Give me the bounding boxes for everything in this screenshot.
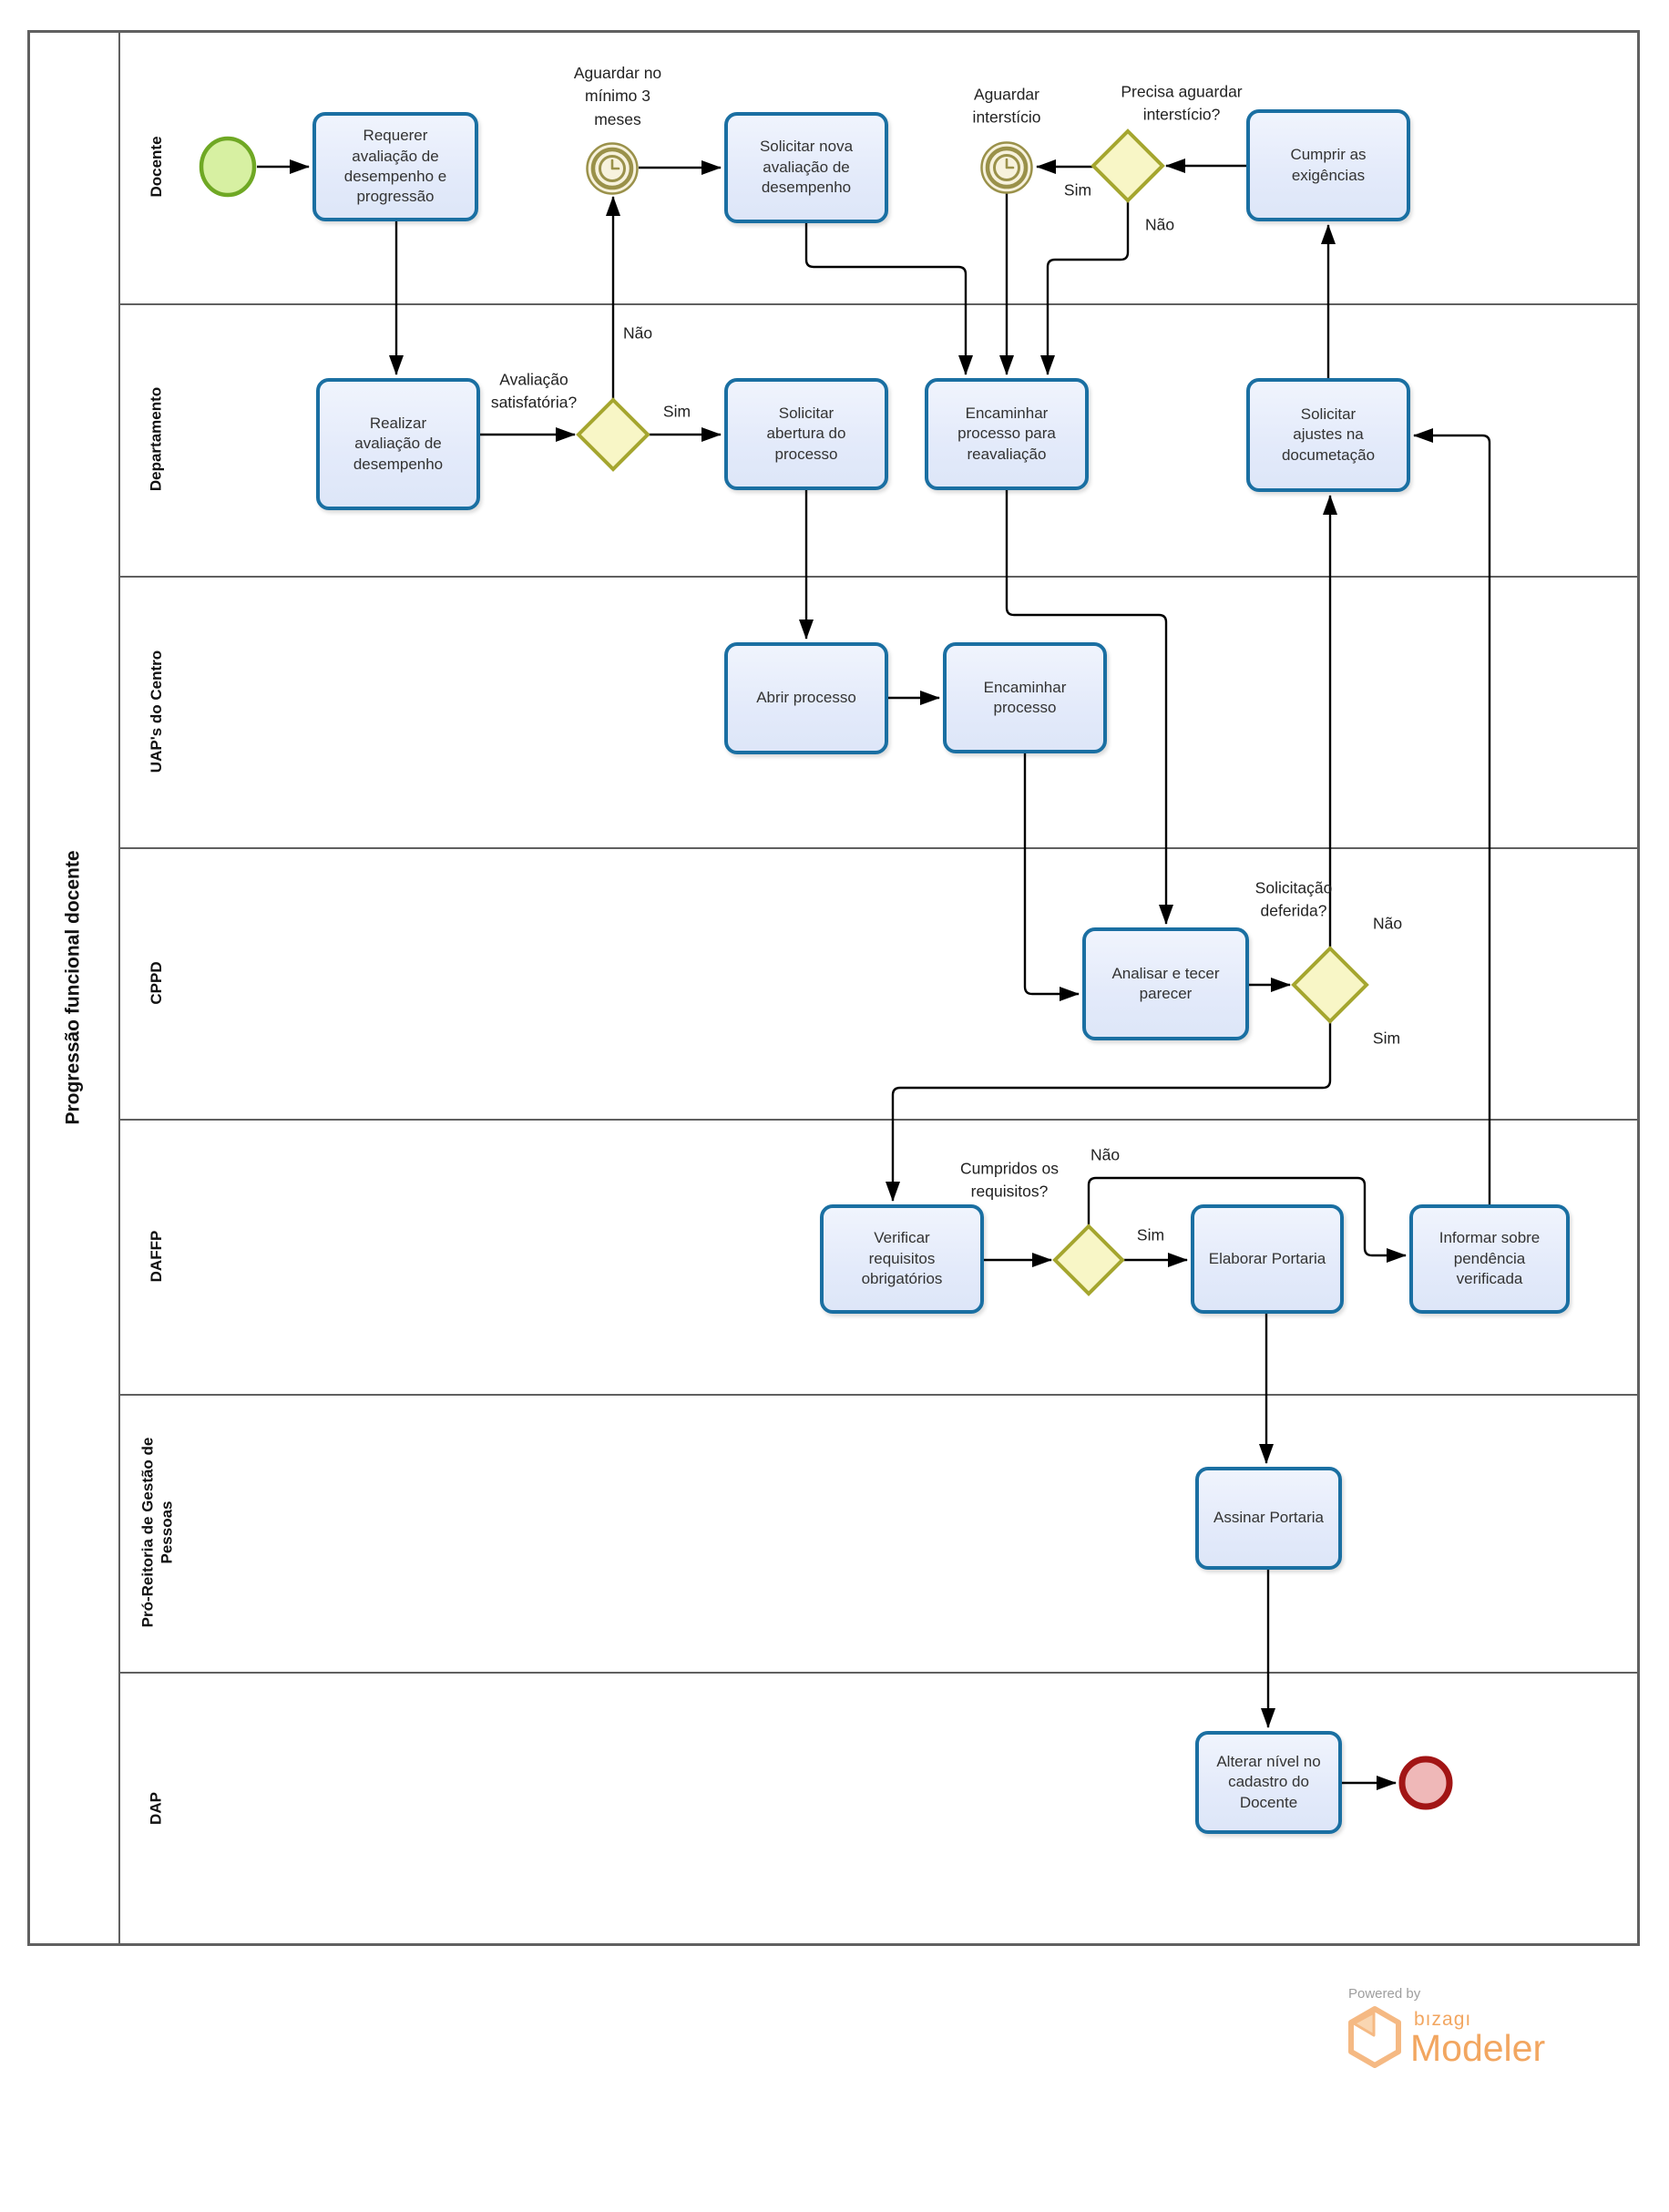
pool-border — [27, 30, 1640, 1946]
flow-encaminhar-to-analisar — [1023, 753, 1080, 1001]
task-label: Encaminhar processo — [983, 678, 1067, 716]
end-event — [1398, 1756, 1453, 1810]
lane-divider-5 — [119, 1394, 1638, 1396]
task-label: Cumprir as exigências — [1290, 146, 1367, 184]
task-encaminhar-reavaliacao: Encaminhar processo para reavaliação — [925, 378, 1089, 490]
lane-divider-3 — [119, 847, 1638, 849]
task-label: Informar sobre pendência verificada — [1439, 1229, 1541, 1288]
gateway-solicitacao-deferida — [1291, 946, 1369, 1024]
flow-precisa-nao-to-reavaliacao — [1040, 200, 1130, 375]
task-label: Elaborar Portaria — [1208, 1249, 1326, 1267]
lane-divider-6 — [119, 1672, 1638, 1674]
task-label: Assinar Portaria — [1213, 1509, 1324, 1527]
task-label: Solicitar nova avaliação de desempenho — [759, 138, 854, 197]
task-solicitar-abertura: Solicitar abertura do processo — [724, 378, 888, 490]
sequence-flows — [257, 159, 1491, 1790]
task-encaminhar-processo: Encaminhar processo — [943, 642, 1107, 753]
flow-solicitar-nova-to-reavaliacao — [804, 223, 973, 375]
task-elaborar-portaria: Elaborar Portaria — [1191, 1204, 1344, 1314]
flow-label-sim: Sim — [1063, 180, 1092, 200]
gateway-precisa-label: Precisa aguardar interstício? — [1121, 82, 1243, 124]
flow-cumpridos-nao-to-informar — [1087, 1176, 1407, 1263]
clock-icon — [610, 159, 620, 170]
flow-reavaliacao-to-analisar — [1005, 490, 1173, 925]
flow-label-sim: Sim — [662, 402, 691, 421]
task-label: Realizar avaliação de desempenho — [353, 414, 444, 473]
timer-minimo-label: Aguardar no mínimo 3 meses — [573, 63, 662, 128]
task-label: Abrir processo — [756, 689, 856, 707]
lane-divider-4 — [119, 1119, 1638, 1121]
flow-label-nao: Não — [1090, 1145, 1121, 1164]
timer-event-intersticio — [980, 141, 1033, 194]
gateway-precisa-aguardar-intersticio — [1090, 128, 1165, 203]
modeler-product-text: Modeler — [1410, 2027, 1546, 2069]
flow-deferida-sim-to-verificar — [886, 1021, 1332, 1202]
task-abrir-processo: Abrir processo — [724, 642, 888, 754]
task-label: Analisar e tecer parecer — [1111, 964, 1220, 1002]
task-solicitar-nova-avaliacao: Solicitar nova avaliação de desempenho — [724, 112, 888, 223]
flow-label-nao: Não — [1372, 914, 1403, 933]
task-label: Encaminhar processo para reavaliação — [957, 404, 1056, 463]
task-solicitar-ajustes: Solicitar ajustes na documetação — [1246, 378, 1410, 492]
flow-label-sim: Sim — [1136, 1225, 1165, 1244]
task-assinar-portaria: Assinar Portaria — [1195, 1467, 1342, 1570]
gateway-deferida-label: Solicitação deferida? — [1254, 878, 1333, 920]
task-label: Solicitar ajustes na documetação — [1281, 405, 1376, 464]
pool-title-divider — [118, 30, 120, 1946]
gateway-cumpridos-requisitos — [1052, 1224, 1125, 1296]
task-alterar-nivel: Alterar nível no cadastro do Docente — [1195, 1731, 1342, 1834]
start-event — [199, 136, 257, 198]
timer-intersticio-label: Aguardar interstício — [972, 85, 1041, 127]
task-cumprir-exigencias: Cumprir as exigências — [1246, 109, 1410, 221]
flow-label-nao: Não — [622, 323, 653, 343]
task-label: Requerer avaliação de desempenho e progr… — [343, 127, 447, 206]
bizagi-footer: Powered by bızagı Modeler — [1346, 1986, 1583, 2069]
clock-icon — [1005, 158, 1015, 169]
bizagi-hexagon-icon — [1348, 2006, 1401, 2068]
timer-event-minimo-3-meses — [586, 142, 639, 195]
task-informar-pendencia: Informar sobre pendência verificada — [1409, 1204, 1570, 1314]
task-requerer-avaliacao: Requerer avaliação de desempenho e progr… — [312, 112, 478, 221]
flow-informar-to-ajustes — [1413, 428, 1491, 1204]
task-label: Alterar nível no cadastro do Docente — [1216, 1752, 1321, 1811]
lane-divider-2 — [119, 576, 1638, 578]
flow-label-sim: Sim — [1372, 1029, 1401, 1048]
gateway-avaliacao-satisfatoria — [576, 397, 650, 472]
gateway-avaliacao-label: Avaliação satisfatória? — [490, 370, 578, 412]
bizagi-brand-text: bızagı — [1414, 2009, 1472, 2030]
gateway-cumpridos-label: Cumpridos os requisitos? — [960, 1159, 1059, 1201]
task-label: Verificar requisitos obrigatórios — [861, 1229, 943, 1288]
powered-by-text: Powered by — [1348, 1986, 1421, 2002]
lane-divider-1 — [119, 303, 1638, 305]
task-verificar-requisitos: Verificar requisitos obrigatórios — [820, 1204, 984, 1314]
task-analisar-parecer: Analisar e tecer parecer — [1082, 927, 1249, 1040]
flow-label-nao: Não — [1144, 215, 1175, 234]
task-realizar-avaliacao: Realizar avaliação de desempenho — [316, 378, 480, 510]
task-label: Solicitar abertura do processo — [766, 404, 846, 463]
